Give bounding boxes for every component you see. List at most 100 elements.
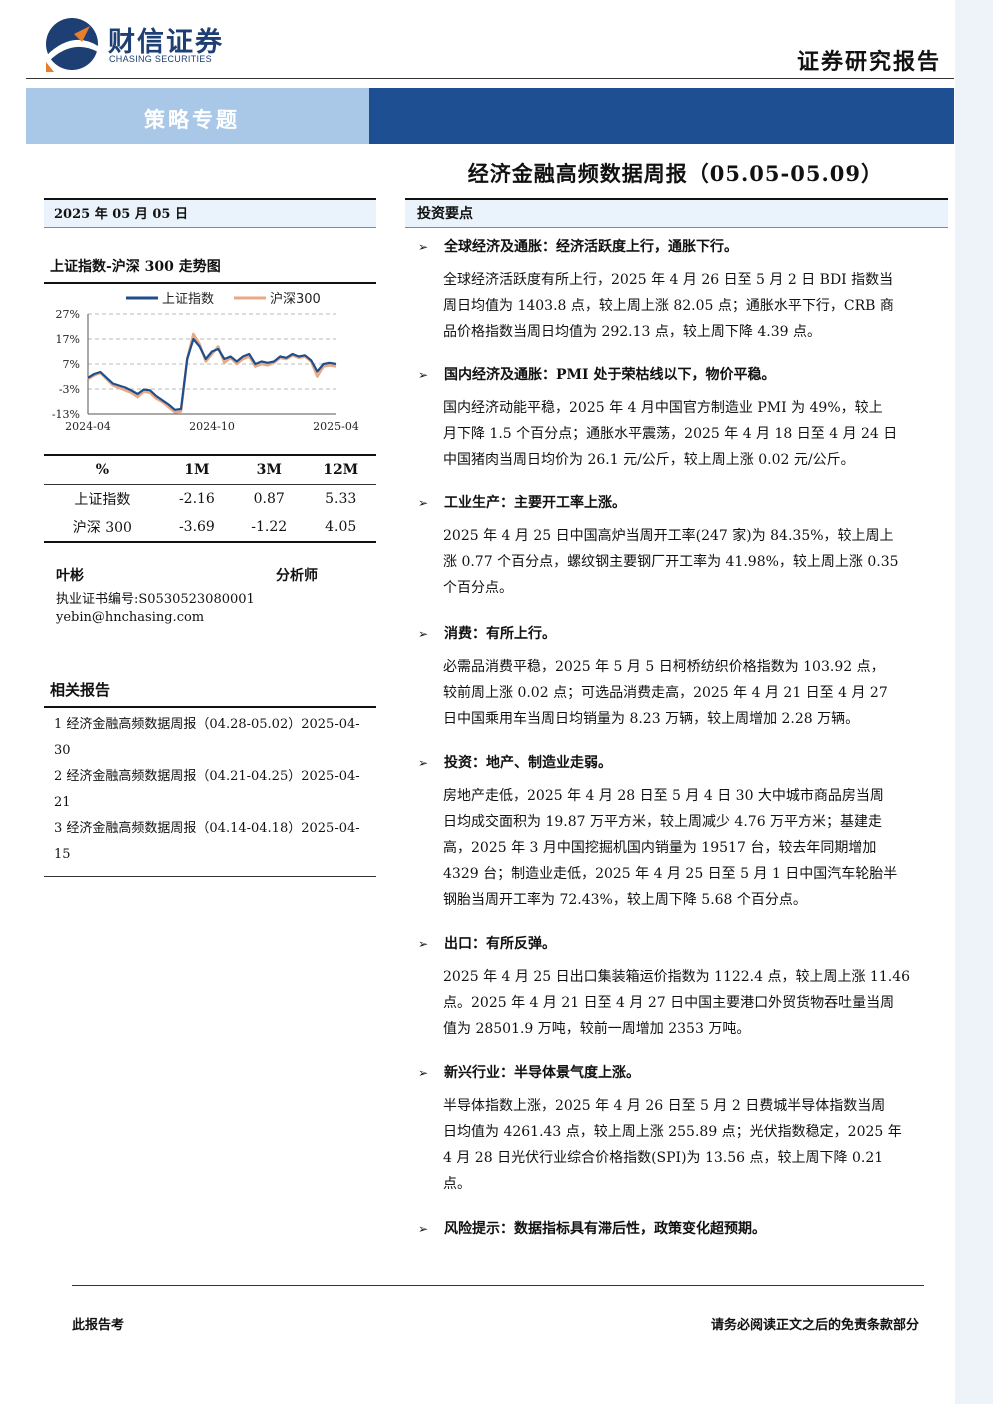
x-tick-label: 2025-04	[313, 420, 359, 433]
legend-label: 沪深300	[270, 291, 321, 307]
table-row: 沪深 300 -3.69 -1.22 4.05	[44, 513, 376, 541]
arrow-bullet-icon: ➢	[418, 1222, 429, 1236]
analyst-role: 分析师	[276, 568, 318, 584]
arrow-bullet-icon: ➢	[418, 1066, 429, 1080]
cell-1m: -3.69	[178, 519, 215, 535]
category-banner	[26, 88, 369, 144]
investment-bullet: ➢ 全球经济及通胀：经济活跃度上行，通胀下行。	[418, 236, 938, 256]
paragraph-line: 涨 0.77 个百分点，螺纹钢主要钢厂开工率为 41.98%，较上周上涨 0.3…	[443, 554, 899, 570]
paragraph-line: 必需品消费平稳，2025 年 5 月 5 日柯桥纺织价格指数为 103.92 点…	[443, 659, 885, 675]
related-report-line: 30	[54, 743, 71, 758]
bullet-paragraph: 国内经济动能平稳，2025 年 4 月中国官方制造业 PMI 为 49%，较上月…	[443, 395, 939, 473]
cell-1m: -2.16	[178, 491, 215, 507]
cell-3m: -1.22	[251, 519, 288, 535]
investment-bullet: ➢ 消费：有所上行。	[418, 623, 938, 643]
paragraph-line: 个百分点。	[443, 580, 513, 596]
x-tick-label: 2024-04	[65, 420, 111, 433]
bullet-heading: 全球经济及通胀：经济活跃度上行，通胀下行。	[444, 239, 738, 255]
logo-english-name: CHASING SECURITIES	[109, 54, 212, 64]
paragraph-line: 半导体指数上涨，2025 年 4 月 26 日至 5 月 2 日费城半导体指数当…	[443, 1098, 886, 1114]
col-header: %	[44, 456, 161, 485]
col-header: 12M	[305, 456, 376, 485]
header-divider	[26, 78, 954, 79]
paragraph-line: 4329 台；制造业走低，2025 年 4 月 25 日至 5 月 1 日中国汽…	[443, 866, 898, 882]
y-tick-label: 27%	[56, 308, 80, 321]
arrow-bullet-icon: ➢	[418, 368, 429, 382]
cell-12m: 4.05	[325, 519, 357, 535]
related-report-line: 21	[54, 795, 71, 810]
paragraph-line: 全球经济活跃度有所上行，2025 年 4 月 26 日至 5 月 2 日 BDI…	[443, 272, 894, 288]
y-tick-label: -3%	[59, 383, 80, 396]
bullet-paragraph: 2025 年 4 月 25 日中国高炉当周开工率(247 家)为 84.35%，…	[443, 523, 939, 601]
y-tick-label: 17%	[56, 333, 80, 346]
arrow-bullet-icon: ➢	[418, 496, 429, 510]
investment-points-header: 投资要点	[405, 198, 948, 228]
y-tick-label: -13%	[52, 408, 80, 421]
paragraph-line: 2025 年 4 月 25 日出口集装箱运价指数为 1122.4 点，较上周上涨…	[443, 969, 911, 985]
paragraph-line: 4 月 28 日光伏行业综合价格指数(SPI)为 13.56 点，较上周下降 0…	[443, 1150, 884, 1166]
investment-bullet: ➢ 风险提示：数据指标具有滞后性，政策变化超预期。	[418, 1218, 938, 1238]
paragraph-line: 房地产走低，2025 年 4 月 28 日至 5 月 4 日 30 大中城市商品…	[443, 788, 884, 804]
bullet-heading: 投资：地产、制造业走弱。	[444, 755, 612, 771]
bullet-heading: 消费：有所上行。	[444, 626, 556, 642]
performance-table: % 1M 3M 12M 上证指数 -2.16 0.87 5.33 沪深 300 …	[44, 456, 376, 541]
bullet-heading: 工业生产：主要开工率上涨。	[444, 495, 626, 511]
sidebar: 2025 年 05 月 05 日 上证指数-沪深 300 走势图 27%17%7…	[44, 198, 376, 877]
related-report-line: 2 经济金融高频数据周报（04.21-04.25）2025-04-	[54, 769, 360, 784]
arrow-bullet-icon: ➢	[418, 240, 429, 254]
related-report-line: 15	[54, 847, 71, 862]
related-report-item[interactable]: 3 经济金融高频数据周报（04.14-04.18）2025-04- 15	[44, 816, 376, 868]
bullet-heading: 国内经济及通胀：PMI 处于荣枯线以下，物价平稳。	[444, 367, 776, 383]
table-bottom-rule	[44, 541, 376, 543]
investment-bullet: ➢ 新兴行业：半导体景气度上涨。	[418, 1062, 938, 1082]
bullet-paragraph: 全球经济活跃度有所上行，2025 年 4 月 26 日至 5 月 2 日 BDI…	[443, 267, 939, 345]
x-tick-label: 2024-10	[189, 420, 235, 433]
paragraph-line: 点。	[443, 1176, 471, 1192]
footer-left-text: 此报告考	[72, 1318, 125, 1333]
related-report-line: 1 经济金融高频数据周报（04.28-05.02）2025-04-	[54, 717, 360, 732]
paragraph-line: 日均成交面积为 19.87 万平方米，较上周减少 4.76 万平方米；基建走	[443, 814, 883, 830]
bullet-heading: 出口：有所反弹。	[444, 936, 556, 952]
related-report-item[interactable]: 1 经济金融高频数据周报（04.28-05.02）2025-04- 30	[44, 712, 376, 764]
paragraph-line: 日中国乘用车当周日均销量为 8.23 万辆，较上周增加 2.28 万辆。	[443, 711, 860, 727]
arrow-bullet-icon: ➢	[418, 937, 429, 951]
logo-chinese-name: 财信证券	[108, 27, 224, 58]
related-bottom-rule	[44, 876, 376, 877]
paragraph-line: 点。2025 年 4 月 21 日至 4 月 27 日中国主要港口外贸货物吞吐量…	[443, 995, 895, 1011]
related-reports-title: 相关报告	[50, 681, 111, 699]
paragraph-line: 高，2025 年 3 月中国挖掘机国内销量为 19517 台，较去年同期增加	[443, 840, 877, 856]
paragraph-line: 2025 年 4 月 25 日中国高炉当周开工率(247 家)为 84.35%，…	[443, 528, 894, 544]
paragraph-line: 国内经济动能平稳，2025 年 4 月中国官方制造业 PMI 为 49%，较上	[443, 400, 883, 416]
paragraph-line: 月下降 1.5 个百分点；通胀水平震荡，2025 年 4 月 18 日至 4 月…	[443, 426, 898, 442]
analyst-header: 叶彬 分析师	[44, 565, 376, 587]
bullet-paragraph: 半导体指数上涨，2025 年 4 月 26 日至 5 月 2 日费城半导体指数当…	[443, 1093, 939, 1197]
row-label: 沪深 300	[72, 520, 132, 536]
investment-bullet: ➢ 出口：有所反弹。	[418, 933, 938, 953]
series-line	[87, 337, 337, 411]
col-header: 1M	[160, 456, 234, 485]
arrow-bullet-icon: ➢	[418, 756, 429, 770]
chart-title-rule	[44, 282, 376, 284]
bullet-paragraph: 2025 年 4 月 25 日出口集装箱运价指数为 1122.4 点，较上周上涨…	[443, 964, 939, 1042]
paragraph-line: 值为 28501.9 万吨，较前一周增加 2353 万吨。	[443, 1021, 751, 1037]
bullet-heading: 风险提示：数据指标具有滞后性，政策变化超预期。	[444, 1221, 766, 1237]
analyst-name: 叶彬	[56, 568, 84, 584]
legend-label: 上证指数	[162, 292, 214, 307]
investment-bullet: ➢ 工业生产：主要开工率上涨。	[418, 492, 938, 512]
related-title-rule	[44, 706, 376, 708]
report-date: 2025 年 05 月 05 日	[44, 198, 376, 228]
chasing-securities-logo	[46, 18, 98, 72]
report-title: 经济金融高频数据周报（05.05-05.09）	[467, 161, 883, 186]
paragraph-line: 钢胎当周开工率为 72.43%，较上周下降 5.68 个百分点。	[443, 892, 807, 908]
bullet-heading: 新兴行业：半导体景气度上涨。	[444, 1065, 640, 1081]
cell-3m: 0.87	[253, 491, 285, 507]
analyst-email[interactable]: yebin@hnchasing.com	[56, 610, 205, 625]
footer-disclaimer-note: 请务必阅读正文之后的免责条款部分	[710, 1318, 919, 1333]
cell-12m: 5.33	[325, 491, 357, 507]
arrow-bullet-icon: ➢	[418, 627, 429, 641]
investment-bullet: ➢ 国内经济及通胀：PMI 处于荣枯线以下，物价平稳。	[418, 364, 938, 384]
related-report-item[interactable]: 2 经济金融高频数据周报（04.21-04.25）2025-04- 21	[44, 764, 376, 816]
related-report-line: 3 经济金融高频数据周报（04.14-04.18）2025-04-	[54, 821, 360, 836]
